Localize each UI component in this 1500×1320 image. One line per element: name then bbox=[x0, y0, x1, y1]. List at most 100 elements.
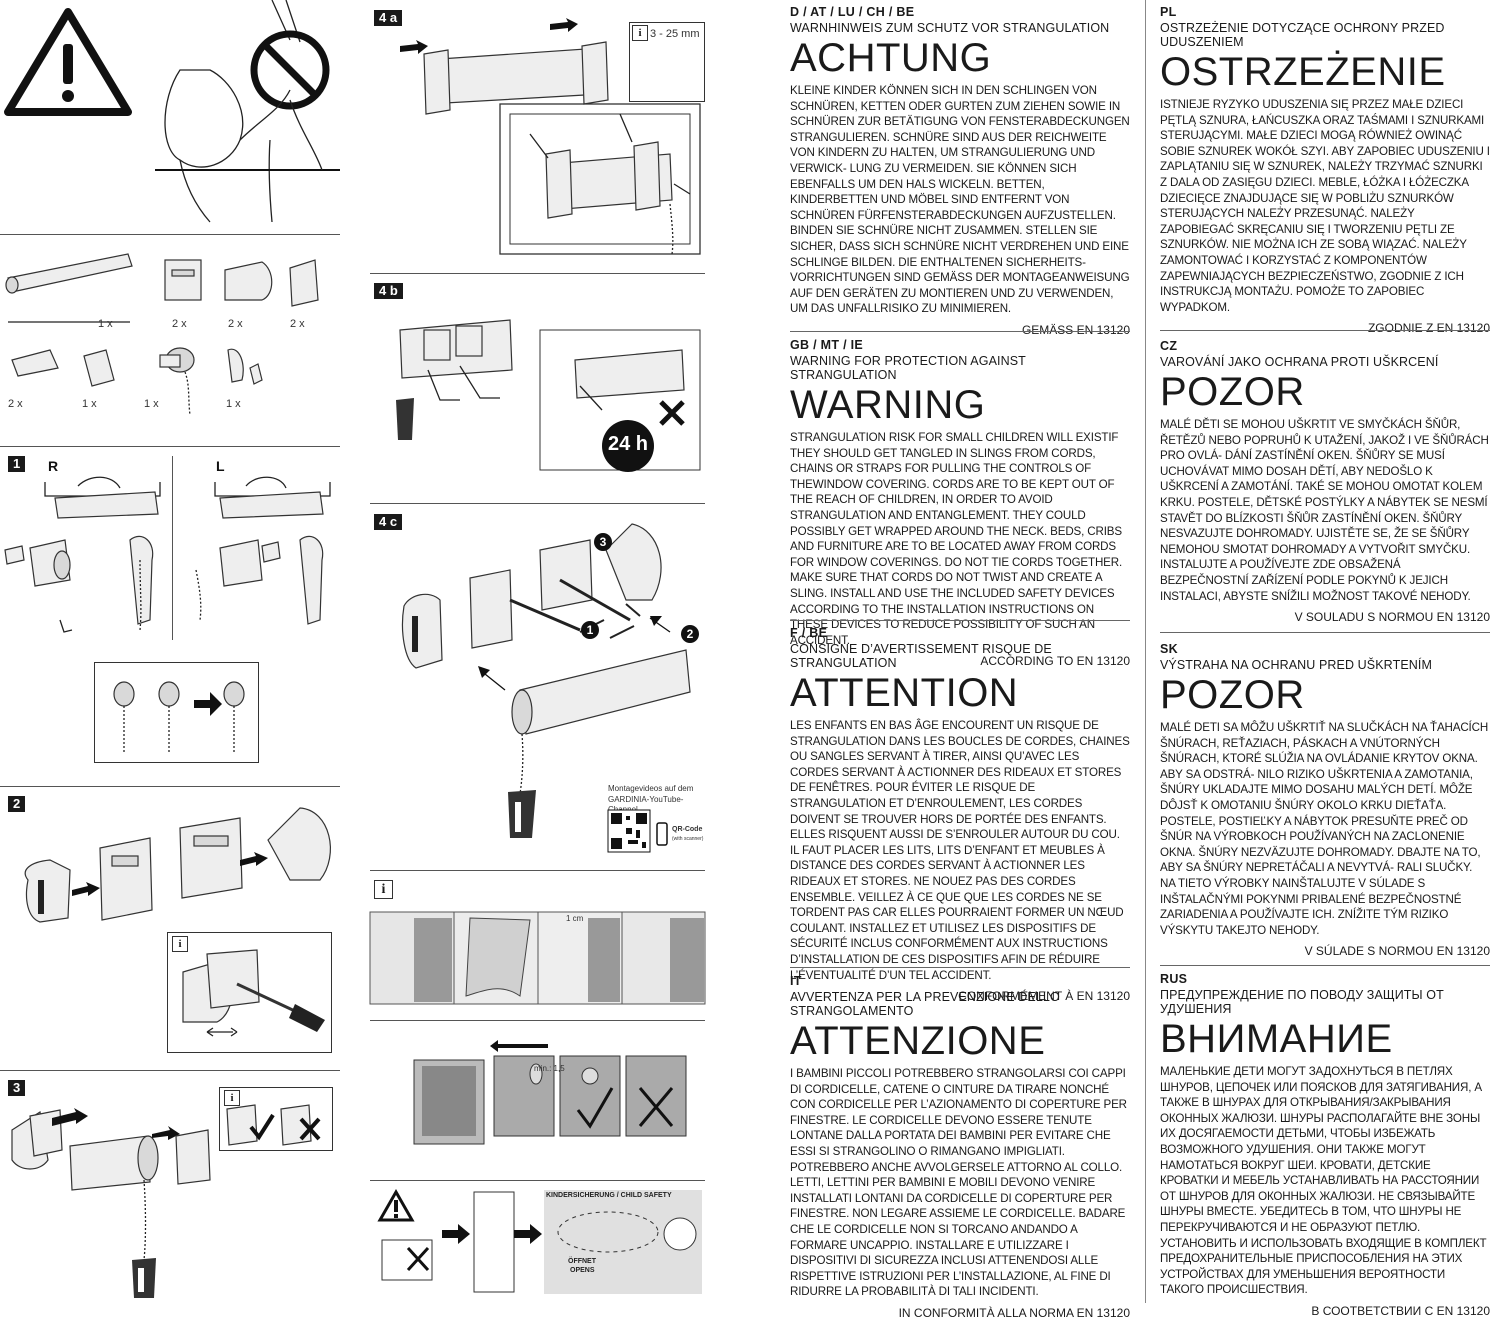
fabric-alignment-illustration bbox=[369, 911, 706, 1005]
step-3-illustration bbox=[11, 1108, 211, 1298]
callout-number: 1 bbox=[581, 621, 599, 639]
step-4b-illustration bbox=[396, 319, 701, 471]
callout-number: 2 bbox=[681, 625, 699, 643]
warning-body: I BAMBINI PICCOLI POTREBBERO STRANGOLARS… bbox=[790, 1067, 1127, 1299]
correct-incorrect-detail bbox=[226, 1104, 321, 1146]
child-safety-label: KINDERSICHERUNG / CHILD SAFETY bbox=[546, 1192, 672, 1199]
one-cm-label: 1 cm bbox=[566, 914, 584, 923]
warning-subtitle: WARNHINWEIS ZUM SCHUTZ VOR STRANGULATION bbox=[790, 21, 1110, 35]
warning-section-fr: F / BE CONSIGNE D’AVERTISSEMENT RISQUE D… bbox=[790, 626, 1130, 1003]
warning-section-cz: CZ VAROVÁNÍ JAKO OCHRANA PROTI UŠKRCENÍ … bbox=[1160, 339, 1490, 624]
qr-code-label: QR-Code bbox=[672, 826, 703, 833]
child-strangulation-illustration bbox=[155, 0, 340, 223]
warning-body: KLEINE KINDER KÖNNEN SICH IN DEN SCHLING… bbox=[790, 84, 1130, 316]
warning-section-pl: PL OSTRZEŻENIE DOTYCZĄCE OCHRONY PRZED U… bbox=[1160, 5, 1490, 335]
phone-icon bbox=[656, 822, 668, 846]
step-3-badge: 3 bbox=[8, 1080, 26, 1096]
warning-subtitle: VÝSTRAHA NA OCHRANU PRED UŠKRTENÍM bbox=[1160, 658, 1432, 672]
opens-label-de: ÖFFNET bbox=[568, 1258, 596, 1265]
qr-code-icon bbox=[607, 809, 651, 853]
step-1-badge: 1 bbox=[8, 456, 26, 472]
min-label: min.: 1,5 bbox=[534, 1064, 565, 1073]
info-icon: i bbox=[632, 25, 648, 41]
cross-icon bbox=[659, 400, 685, 426]
count-pad: 2 x bbox=[290, 318, 305, 330]
parts-overview bbox=[5, 253, 319, 416]
warning-subtitle: WARNING FOR PROTECTION AGAINST STRANGULA… bbox=[790, 354, 1026, 382]
warning-subtitle: OSTRZEŻENIE DOTYCZĄCE OCHRONY PRZED UDUS… bbox=[1160, 21, 1445, 49]
label-left: L bbox=[216, 458, 225, 474]
warning-body: STRANGULATION RISK FOR SMALL CHILDREN WI… bbox=[790, 431, 1123, 647]
warning-section-sk: SK VÝSTRAHA NA OCHRANU PRED UŠKRTENÍM PO… bbox=[1160, 642, 1490, 958]
language-code: D / AT / LU / CH / BE bbox=[790, 5, 915, 19]
warning-section-gb: GB / MT / IE WARNING FOR PROTECTION AGAI… bbox=[790, 338, 1130, 668]
warning-triangle-icon bbox=[4, 8, 132, 116]
warning-subtitle: VAROVÁNÍ JAKO OCHRANA PROTI UŠKRCENÍ bbox=[1160, 355, 1439, 369]
info-icon: i bbox=[374, 880, 393, 899]
range-label: 3 - 25 mm bbox=[650, 28, 700, 40]
step-4a-illustration bbox=[400, 18, 701, 255]
count-plug: 1 x bbox=[82, 398, 97, 410]
callout-number: 3 bbox=[594, 533, 612, 551]
warning-section-rus: RUS ПРЕДУПРЕЖДЕНИЕ ПО ПОВОДУ ЗАЩИТЫ ОТ У… bbox=[1160, 972, 1490, 1318]
language-code: PL bbox=[1160, 5, 1177, 19]
warning-column-left: D / AT / LU / CH / BE WARNHINWEIS ZUM SC… bbox=[790, 0, 1130, 1320]
count-chain-unit: 1 x bbox=[144, 398, 159, 410]
info-icon: i bbox=[172, 936, 188, 952]
step-1-detail-box bbox=[94, 662, 259, 763]
child-safety-illustration bbox=[377, 1188, 702, 1294]
warning-body: MALÉ DETI SA MÔŽU UŠKRTIŤ NA SLUČKÁCH NA… bbox=[1160, 721, 1489, 937]
warning-section-it: IT AVVERTENZA PER LA PREVENZIONE DELLO S… bbox=[790, 974, 1130, 1320]
warning-body: MALÉ DĚTI SE MOHOU UŠKRTIT VE SMYČKÁCH Š… bbox=[1160, 418, 1489, 603]
chain-attach-detail bbox=[113, 681, 245, 752]
warning-title: POZOR bbox=[1160, 673, 1305, 717]
warning-title: ACHTUNG bbox=[790, 36, 992, 80]
step-4c-badge: 4 c bbox=[374, 514, 403, 530]
count-bracket: 2 x bbox=[172, 318, 187, 330]
warning-norm: GEMÄSS EN 13120 bbox=[1021, 322, 1130, 337]
count-roller: 1 x bbox=[98, 318, 113, 330]
count-end-cap: 2 x bbox=[228, 318, 243, 330]
warning-norm: V SÚLADE S NORMOU EN 13120 bbox=[1304, 944, 1490, 959]
step-2-detail-box bbox=[167, 932, 332, 1053]
warning-norm: CONFORMÉMENT À EN 13120 bbox=[958, 989, 1130, 1004]
qr-code-sublabel: (with scanner) bbox=[672, 836, 704, 842]
language-code: GB / MT / IE bbox=[790, 338, 864, 352]
24h-badge-icon bbox=[602, 420, 654, 472]
video-text-line-1: Montagevideos auf dem bbox=[608, 784, 694, 793]
warning-subtitle: AVVERTENZA PER LA PREVENZIONE DELLO STRA… bbox=[790, 990, 1060, 1018]
warning-body: МАЛЕНЬКИЕ ДЕТИ МОГУТ ЗАДОХНУТЬСЯ В ПЕТЛЯ… bbox=[1160, 1065, 1487, 1297]
language-code: RUS bbox=[1160, 972, 1188, 986]
screwdriver-detail bbox=[182, 949, 325, 1037]
warning-title: POZOR bbox=[1160, 370, 1305, 414]
warning-subtitle: ПРЕДУПРЕЖДЕНИЕ ПО ПОВОДУ ЗАЩИТЫ ОТ УДУШЕ… bbox=[1160, 988, 1444, 1016]
24h-label: 24 h bbox=[608, 433, 649, 455]
warning-title: OSTRZEŻENIE bbox=[1160, 50, 1446, 94]
warning-body: ISTNIEJE RYZYKO UDUSZENIA SIĘ PRZEZ MAŁE… bbox=[1160, 98, 1490, 314]
warning-title: ATTENZIONE bbox=[790, 1019, 1046, 1063]
warning-norm: ACCORDING TO EN 13120 bbox=[980, 654, 1130, 669]
step-2-illustration bbox=[24, 807, 331, 923]
count-weight: 1 x bbox=[226, 398, 241, 410]
step-4a-badge: 4 a bbox=[374, 10, 403, 26]
warning-column-right: PL OSTRZEŻENIE DOTYCZĄCE OCHRONY PRZED U… bbox=[1160, 0, 1490, 1318]
warning-title: WARNING bbox=[790, 383, 986, 427]
step-1-divider bbox=[172, 456, 173, 640]
warning-subtitle: CONSIGNE D’AVERTISSEMENT RISQUE DE STRAN… bbox=[790, 642, 1052, 670]
warning-title: ВНИМАНИЕ bbox=[1160, 1017, 1393, 1061]
language-code: F / BE bbox=[790, 626, 828, 640]
count-clip: 2 x bbox=[8, 398, 23, 410]
step-1-illustration bbox=[4, 476, 331, 633]
step-4b-badge: 4 b bbox=[374, 283, 403, 299]
info-icon: i bbox=[224, 1090, 240, 1106]
warning-title: ATTENTION bbox=[790, 671, 1019, 715]
diagram-column-left: 1 x 2 x 2 x 2 x 2 x 1 x 1 x 1 x 1 R L bbox=[0, 0, 340, 1303]
warning-norm: IN CONFORMITÀ ALLA NORMA EN 13120 bbox=[898, 1305, 1130, 1320]
warning-norm: V SOULADU S NORMOU EN 13120 bbox=[1294, 610, 1490, 625]
step-2-badge: 2 bbox=[8, 796, 26, 812]
step-4a-detail-box bbox=[629, 22, 705, 102]
opens-label-en: OPENS bbox=[570, 1267, 595, 1274]
language-code: IT bbox=[790, 974, 802, 988]
warning-norm: В СООТВЕТСТВИИ С EN 13120 bbox=[1311, 1303, 1490, 1318]
window-measure-illustration bbox=[413, 1040, 687, 1145]
